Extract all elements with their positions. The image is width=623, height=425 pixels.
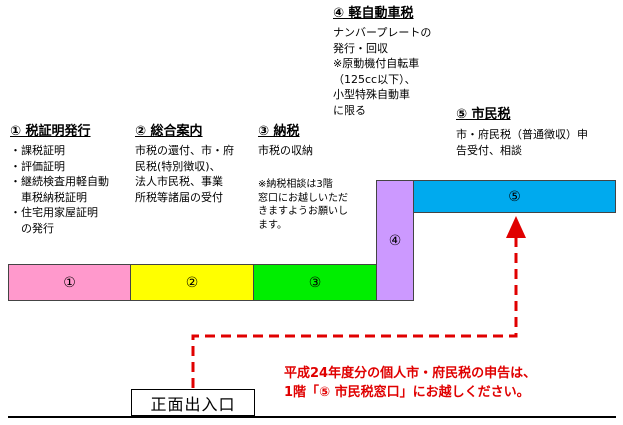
counter-3: ③ (253, 264, 377, 301)
section-2-desc: 市税の還付、市・府 民税(特別徴収)、 法人市民税、事業 所税等諸届の受付 (135, 144, 234, 204)
section-1-desc: ・課税証明 ・評価証明 ・継続検査用軽自動 車税納税証明 ・住宅用家屋証明 の発… (10, 144, 109, 235)
ground-line (8, 416, 616, 418)
section-5-title: ⑤ 市民税 (456, 107, 511, 122)
section-5-desc: 市・府民税（普通徴収）申 告受付、相談 (456, 128, 588, 157)
counter-4: ④ (376, 180, 414, 301)
section-1-title: ① 税証明発行 (10, 124, 91, 139)
notice-text: 平成24年度分の個人市・府民税の申告は、 1階「⑤ 市民税窓口」にお越しください… (284, 366, 537, 400)
section-2-title: ② 総合案内 (135, 124, 203, 139)
section-4-desc: ナンバープレートの 発行・回収 ※原動機付自転車 （125cc以下）、 小型特殊… (333, 26, 432, 117)
route-dashed-line (191, 238, 518, 388)
section-3-desc: 市税の収納 (258, 144, 313, 157)
entrance-label: 正面出入口 (131, 389, 255, 416)
section-3-title: ③ 納税 (258, 124, 300, 139)
section-4-title: ④ 軽自動車税 (333, 6, 414, 21)
counter-2: ② (130, 264, 254, 301)
counter-5: ⑤ (413, 180, 616, 213)
route-arrowhead (506, 216, 526, 238)
section-3-note: ※納税相談は3階 窓口にお越しいただ きますようお願いし ます。 (258, 179, 348, 231)
